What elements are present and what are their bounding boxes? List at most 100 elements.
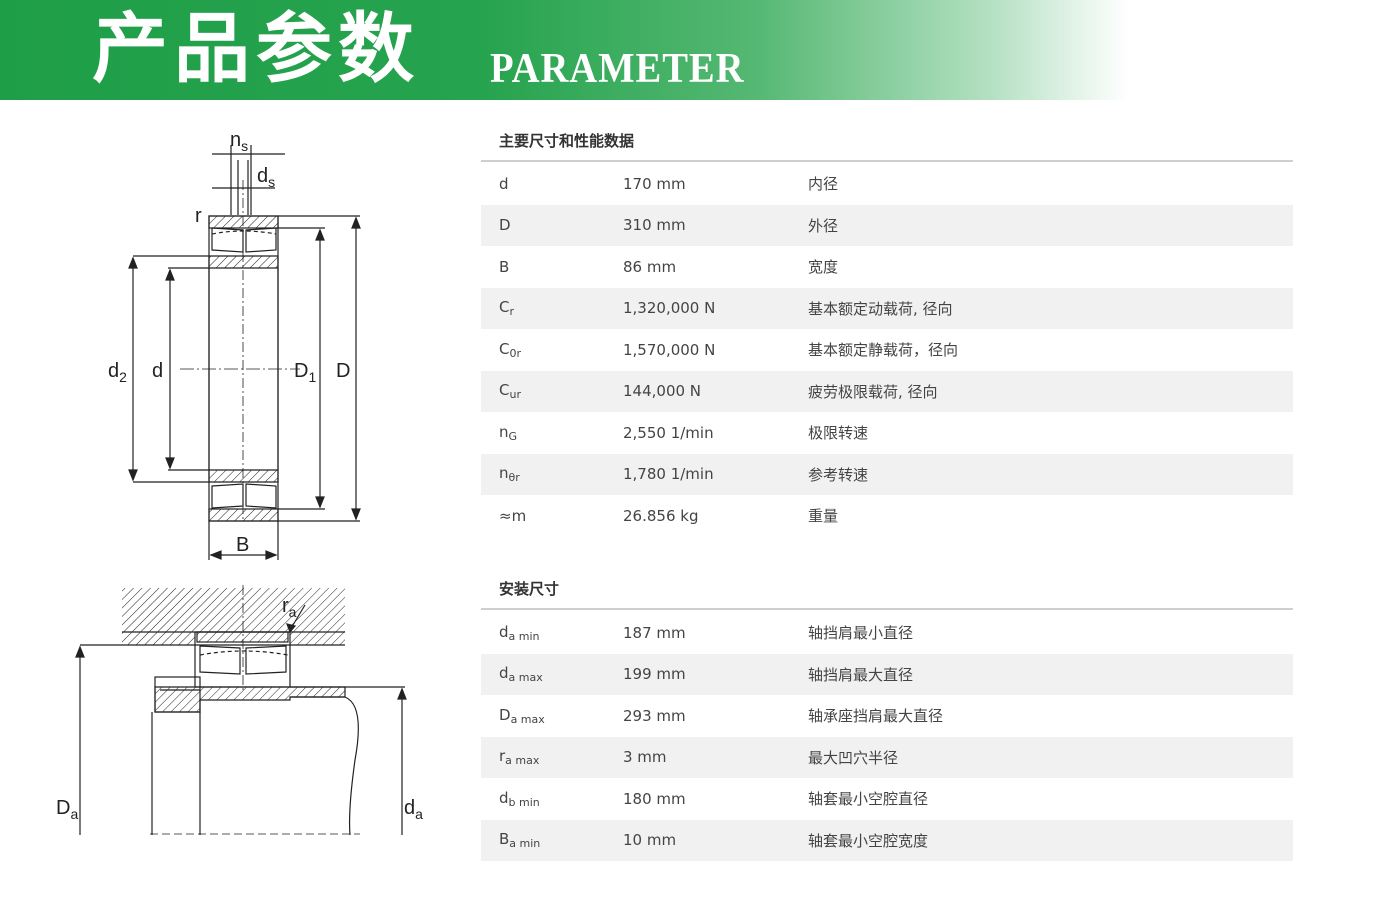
param-value: 2,550 1/min xyxy=(623,423,714,442)
param-value: 144,000 N xyxy=(623,382,702,401)
mounted-roller-right xyxy=(245,645,287,675)
param-value: 180 mm xyxy=(623,789,686,808)
param-description: 参考转速 xyxy=(808,465,869,484)
param-value: 187 mm xyxy=(623,623,686,642)
param-symbol: da max xyxy=(499,664,543,685)
param-value: 293 mm xyxy=(623,706,686,725)
main-dimensions-table: d 170 mm 内径 D 310 mm 外径 B 86 mm 宽度 Cr 1,320,000 N 基… xyxy=(481,163,1293,537)
param-description: 轴套最小空腔宽度 xyxy=(808,831,929,850)
param-description: 轴挡肩最大直径 xyxy=(808,665,914,684)
param-description: 轴套最小空腔直径 xyxy=(808,790,929,809)
param-symbol: nθr xyxy=(499,464,520,485)
label-Da: Da xyxy=(56,797,78,822)
label-ds: ds xyxy=(257,165,275,190)
param-value: 86 mm xyxy=(623,257,677,276)
section-divider xyxy=(481,160,1293,162)
param-symbol: B xyxy=(499,257,510,276)
param-description: 外径 xyxy=(808,216,839,235)
roller-bottom-left xyxy=(211,483,244,509)
param-description: 轴承座挡肩最大直径 xyxy=(808,707,944,726)
param-description: 基本额定静载荷，径向 xyxy=(808,341,959,360)
param-value: 10 mm xyxy=(623,831,677,850)
label-ns: ns xyxy=(230,129,248,154)
inner-ring-bottom xyxy=(208,469,279,483)
param-symbol: Da max xyxy=(499,705,545,726)
mounted-roller-left xyxy=(199,645,241,675)
label-d: d xyxy=(152,360,163,382)
table-row: Cr 1,320,000 N 基本额定动载荷, 径向 xyxy=(481,287,1293,329)
banner-title-cn: 产品参数 xyxy=(92,4,420,93)
roller-bottom-right xyxy=(245,483,277,509)
label-d2: d2 xyxy=(108,360,127,385)
adapter-sleeve-hatch xyxy=(154,686,346,713)
param-symbol: Cr xyxy=(499,298,515,319)
param-value: 26.856 kg xyxy=(623,506,699,525)
banner-title-en: PARAMETER xyxy=(490,46,745,92)
D-arrows xyxy=(351,216,361,521)
da-arrow xyxy=(397,687,407,700)
label-ra: ra xyxy=(282,595,297,620)
table-row: B 86 mm 宽度 xyxy=(481,246,1293,288)
header-banner: 产品参数 PARAMETER xyxy=(0,0,1376,100)
section-title-main-dimensions: 主要尺寸和性能数据 xyxy=(499,132,635,150)
table-row: Cur 144,000 N 疲劳极限载荷, 径向 xyxy=(481,370,1293,412)
section-title-mounting-dimensions: 安装尺寸 xyxy=(499,580,560,598)
param-symbol: ra max xyxy=(499,747,540,768)
label-da: da xyxy=(404,797,423,822)
mounted-outer-ring xyxy=(196,631,289,643)
param-value: 3 mm xyxy=(623,748,667,767)
param-symbol: da min xyxy=(499,622,540,643)
table-row: D 310 mm 外径 xyxy=(481,204,1293,246)
param-value: 1,570,000 N xyxy=(623,340,716,359)
mounted-roller-axis xyxy=(199,650,289,656)
table-row: db min 180 mm 轴套最小空腔直径 xyxy=(481,778,1293,820)
param-value: 170 mm xyxy=(623,174,686,193)
roller-axis-top xyxy=(211,230,277,235)
param-symbol: db min xyxy=(499,788,540,809)
label-B: B xyxy=(236,534,249,556)
Da-arrow xyxy=(75,645,85,658)
table-row: d 170 mm 内径 xyxy=(481,163,1293,205)
outer-ring-top xyxy=(208,215,279,229)
locknut xyxy=(154,676,201,713)
param-description: 极限转速 xyxy=(808,424,869,443)
label-D1: D1 xyxy=(294,360,316,385)
table-row: nθr 1,780 1/min 参考转速 xyxy=(481,453,1293,495)
table-row: Da max 293 mm 轴承座挡肩最大直径 xyxy=(481,695,1293,737)
param-symbol: ≈m xyxy=(499,506,527,525)
param-symbol: d xyxy=(499,174,509,193)
label-r: r xyxy=(195,205,202,227)
bearing-drawing: ns ds r d2 d D1 D B xyxy=(0,100,480,898)
label-D: D xyxy=(336,360,350,382)
mounting-view: ra Da da xyxy=(56,585,423,836)
param-value: 310 mm xyxy=(623,216,686,235)
d2-arrows xyxy=(128,256,138,482)
param-value: 1,320,000 N xyxy=(623,299,716,318)
param-value: 199 mm xyxy=(623,665,686,684)
param-symbol: Cur xyxy=(499,381,521,402)
param-symbol: Ba min xyxy=(499,830,541,851)
param-description: 最大凹穴半径 xyxy=(808,748,899,767)
param-description: 基本额定动载荷, 径向 xyxy=(808,299,953,318)
table-row: Ba min 10 mm 轴套最小空腔宽度 xyxy=(481,819,1293,861)
B-arrows xyxy=(209,550,278,560)
section-divider xyxy=(481,608,1293,610)
shaft-break-line xyxy=(290,696,359,836)
param-description: 宽度 xyxy=(808,258,839,277)
roller-top-right xyxy=(245,227,277,253)
param-value: 1,780 1/min xyxy=(623,465,714,484)
table-row: ra max 3 mm 最大凹穴半径 xyxy=(481,736,1293,778)
outer-ring-bottom xyxy=(208,508,279,522)
ra-arrow xyxy=(286,623,297,634)
param-description: 内径 xyxy=(808,175,839,194)
param-symbol: D xyxy=(499,216,511,235)
table-row: da max 199 mm 轴挡肩最大直径 xyxy=(481,653,1293,695)
inner-ring-top xyxy=(208,255,279,269)
D1-arrows xyxy=(315,228,325,509)
param-description: 疲劳极限载荷, 径向 xyxy=(808,382,938,401)
